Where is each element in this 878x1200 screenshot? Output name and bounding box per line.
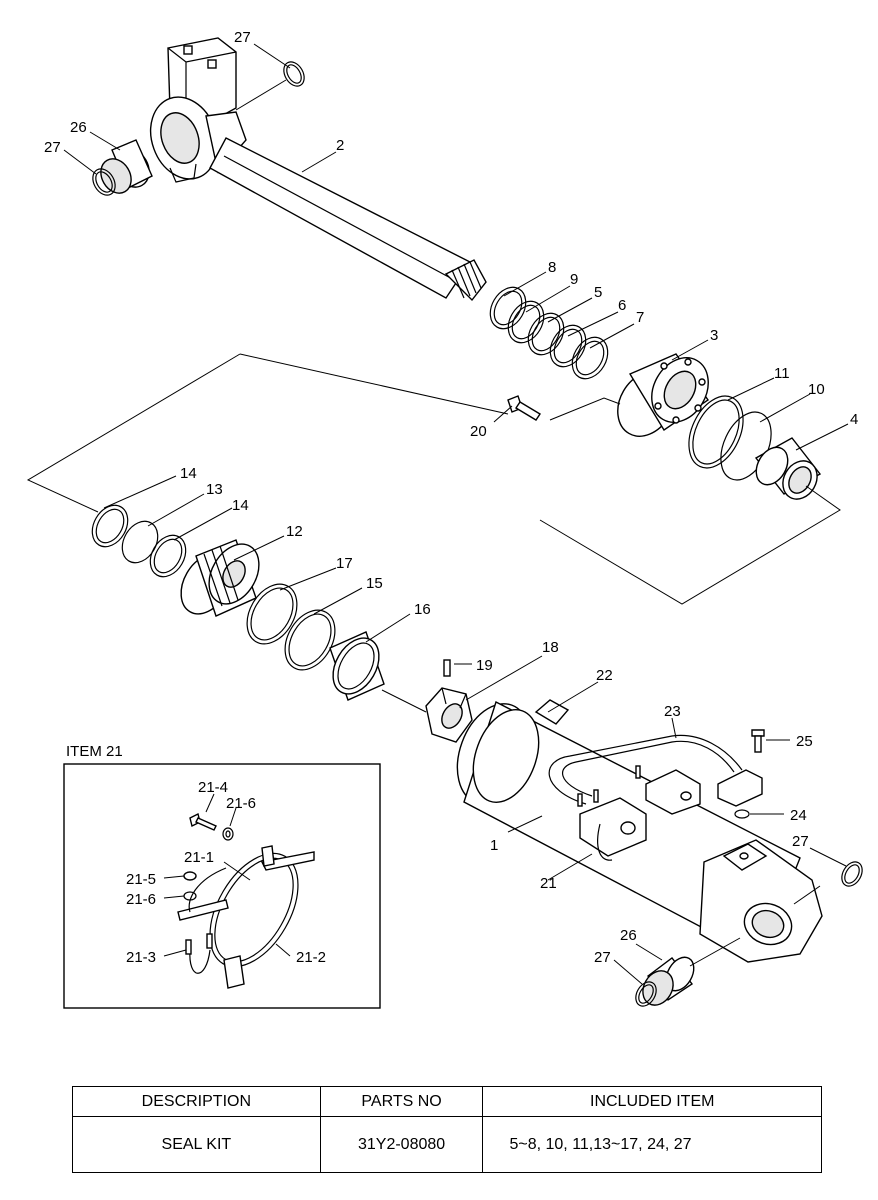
table-row: SEAL KIT 31Y2-08080 5~8, 10, 11,13~17, 2… [72,1116,822,1173]
callout-17: 17 [336,555,353,572]
callout-27: 27 [44,139,61,156]
callout-24: 24 [790,807,807,824]
inset-callout-21-1: 21-1 [184,849,214,866]
header-parts-no: PARTS NO [319,1086,484,1117]
ring-27-bottomleft [635,981,657,1007]
rod-cover [617,353,709,437]
callout-14: 14 [180,465,197,482]
ring-27-topleft [92,168,116,196]
callout-27: 27 [594,949,611,966]
oring-24 [734,809,750,819]
cell-description: SEAL KIT [72,1116,321,1173]
inset-leaders [163,793,291,957]
callout-labels: 27 26 27 2 8 9 5 6 7 3 20 11 10 4 14 13 … [44,29,858,966]
callout-13: 13 [206,481,223,498]
header-included-item: INCLUDED ITEM [482,1086,822,1117]
callout-7: 7 [636,309,644,326]
inset-callout-21-6: 21-6 [226,795,256,812]
callout-4: 4 [850,411,858,428]
inset-callout-21-6: 21-6 [126,891,156,908]
seal-kit-table: DESCRIPTION PARTS NO INCLUDED ITEM SEAL … [72,1086,822,1173]
callout-2: 2 [336,137,344,154]
callout-26: 26 [70,119,87,136]
callout-18: 18 [542,639,559,656]
callout-19: 19 [476,657,493,674]
set-screw-19 [443,659,451,677]
bolt-20 [507,395,541,421]
nut-18 [425,687,473,743]
callout-14: 14 [232,497,249,514]
ring-27-bottomright [841,861,863,887]
bolt-25 [751,729,765,753]
inset-frame [63,763,381,1009]
callout-10: 10 [808,381,825,398]
callout-27: 27 [792,833,809,850]
bushing-26-top [100,139,153,194]
piston-group [91,504,385,701]
item-21-inset: ITEM 21 [63,743,381,1009]
callout-25: 25 [796,733,813,750]
inset-callout-21-5: 21-5 [126,871,156,888]
bushing-4 [754,437,822,500]
inset-title: ITEM 21 [66,743,123,760]
leader-lines [63,43,849,985]
callout-1: 1 [490,837,498,854]
cell-parts-no: 31Y2-08080 [319,1116,484,1173]
callout-15: 15 [366,575,383,592]
callout-16: 16 [414,601,431,618]
header-description: DESCRIPTION [72,1086,321,1117]
callout-3: 3 [710,327,718,344]
callout-27: 27 [234,29,251,46]
clamp-21-assembled [577,765,647,861]
inset-callout-21-3: 21-3 [126,949,156,966]
callout-26: 26 [620,927,637,944]
callout-11: 11 [774,365,790,382]
ring-27-topright [283,61,305,87]
clamp-exploded [177,812,315,989]
callout-5: 5 [594,284,602,301]
inset-callout-21-2: 21-2 [296,949,326,966]
callout-20: 20 [470,423,487,440]
piston-rod [149,37,487,302]
callout-21: 21 [540,875,557,892]
callout-12: 12 [286,523,303,540]
cell-included-item: 5~8, 10, 11,13~17, 24, 27 [482,1116,822,1173]
bushing-26-bottom [642,956,695,1006]
pipe-23 [548,734,763,815]
callout-22: 22 [596,667,613,684]
inset-callout-21-4: 21-4 [198,779,228,796]
callout-23: 23 [664,703,681,720]
callout-6: 6 [618,297,626,314]
exploded-group-outline [26,353,841,605]
table-header-row: DESCRIPTION PARTS NO INCLUDED ITEM [72,1086,822,1117]
callout-9: 9 [570,271,578,288]
callout-8: 8 [548,259,556,276]
